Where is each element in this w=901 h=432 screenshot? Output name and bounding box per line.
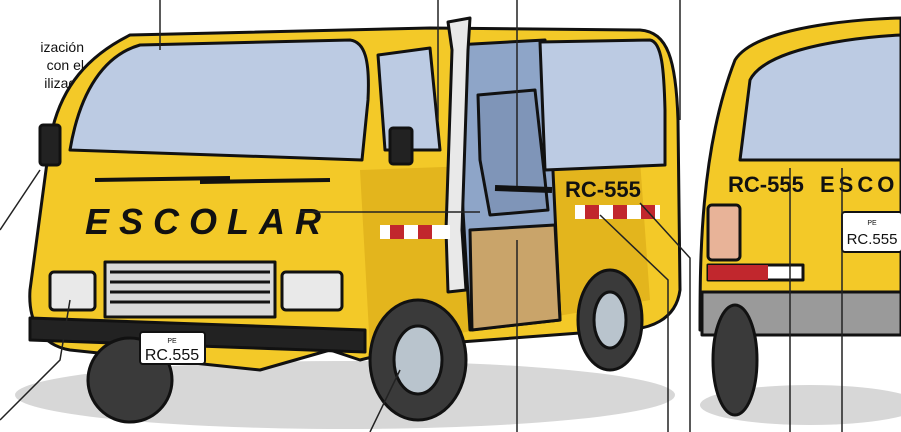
front-license-plate: PE RC.555 xyxy=(140,332,205,364)
front-mirror-icon xyxy=(40,125,60,165)
front-license-number: RC.555 xyxy=(145,347,199,364)
side-plate-number: RC-555 xyxy=(565,177,641,202)
headlight-icon xyxy=(50,272,95,310)
front-wheel-right-rim xyxy=(394,326,442,394)
rear-license-country: PE xyxy=(867,220,877,227)
headlight-right-icon xyxy=(282,272,342,310)
rear-escolar-banner: ESCO xyxy=(820,172,898,197)
taillight-icon xyxy=(708,205,740,260)
rear-plate-number: RC-555 xyxy=(728,172,804,197)
rear-license-number: RC.555 xyxy=(847,231,898,248)
rear-van-wheel xyxy=(713,305,757,415)
windshield xyxy=(70,40,368,160)
front-escolar-banner: ESCOLAR xyxy=(85,201,331,242)
rear-wheel-rim xyxy=(594,292,626,348)
mirror-icon xyxy=(390,128,412,164)
interior-floor xyxy=(470,225,560,330)
front-license-country: PE xyxy=(167,338,177,345)
rear-side-window xyxy=(540,40,665,170)
grille xyxy=(105,262,275,317)
rear-license-plate: PE RC.555 xyxy=(842,212,901,252)
front-stripe xyxy=(380,225,450,239)
seat-icon xyxy=(478,90,548,215)
seatbelt-icon xyxy=(495,188,552,190)
